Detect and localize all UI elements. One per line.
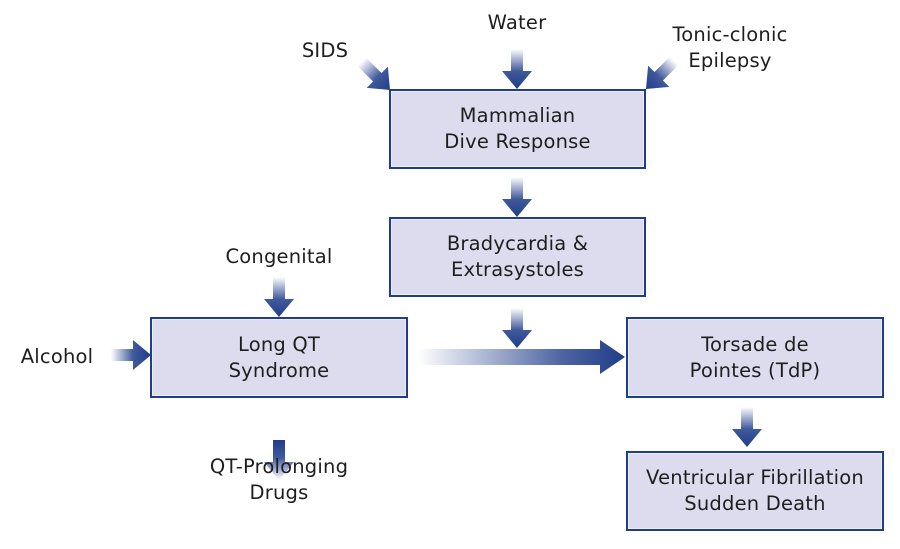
input-alcohol-text: Alcohol — [20, 345, 94, 368]
box-torsade-line2: Pointes (TdP) — [689, 358, 821, 382]
input-drugs-line2: Drugs — [249, 481, 309, 504]
input-epilepsy: Tonic-clonic Epilepsy — [660, 22, 800, 74]
box-long-qt: Long QT Syndrome — [150, 317, 408, 398]
box-bradycardia-line1: Bradycardia & — [446, 232, 589, 255]
box-dive-response-line2: Dive Response — [444, 130, 591, 153]
box-torsade: Torsade de Pointes (TdP) — [626, 317, 884, 398]
arrow-dive-to-bradycardia — [502, 177, 532, 217]
arrow-congenital-to-long-qt — [264, 277, 294, 317]
box-long-qt-line1: Long QT — [237, 332, 321, 356]
input-congenital: Congenital — [200, 244, 358, 270]
arrow-bradycardia-to-torsade — [502, 308, 532, 348]
input-water: Water — [467, 10, 567, 36]
input-water-text: Water — [487, 11, 547, 34]
box-bradycardia: Bradycardia & Extrasystoles — [389, 217, 646, 297]
arrow-long-qt-to-torsade — [418, 340, 625, 374]
box-dive-response: Mammalian Dive Response — [389, 89, 646, 169]
box-torsade-line1: Torsade de — [701, 332, 809, 356]
input-sids: SIDS — [290, 38, 360, 64]
arrow-torsade-to-vf — [732, 407, 762, 447]
input-alcohol: Alcohol — [10, 344, 104, 370]
input-drugs-line1: QT-Prolonging — [209, 455, 349, 478]
arrow-alcohol-to-long-qt — [111, 340, 151, 370]
box-bradycardia-line2: Extrasystoles — [450, 258, 585, 281]
input-congenital-text: Congenital — [225, 245, 333, 268]
box-long-qt-line2: Syndrome — [228, 358, 330, 382]
input-epilepsy-line2: Epilepsy — [688, 49, 772, 72]
input-sids-text: SIDS — [301, 39, 349, 62]
box-vf: Ventricular Fibrillation Sudden Death — [626, 451, 884, 531]
input-drugs: QT-Prolonging Drugs — [190, 454, 368, 506]
box-vf-line2: Sudden Death — [684, 492, 826, 515]
box-dive-response-line1: Mammalian — [459, 104, 576, 127]
box-vf-line1: Ventricular Fibrillation — [646, 466, 864, 489]
arrow-water-to-dive-response — [502, 49, 532, 89]
input-epilepsy-line1: Tonic-clonic — [672, 23, 788, 46]
